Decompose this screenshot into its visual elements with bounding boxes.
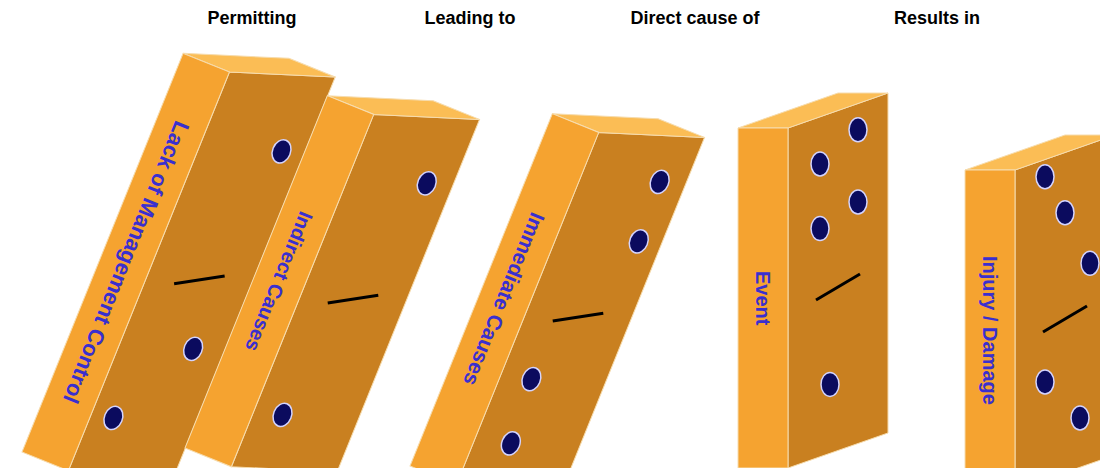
domino-pip [1071, 406, 1089, 430]
domino-front [410, 114, 599, 468]
domino-divider [553, 297, 604, 338]
domino-pip [647, 167, 673, 196]
domino-pip [626, 227, 652, 256]
domino-pip [811, 152, 829, 176]
domino-divider [174, 260, 225, 301]
domino-pip [414, 169, 440, 198]
domino-front [965, 170, 1015, 468]
relation-label: Results in [894, 8, 980, 29]
domino-pip [849, 118, 867, 142]
domino-side [788, 93, 888, 468]
domino-pip [849, 190, 867, 214]
domino-label: Event [753, 271, 773, 325]
domino-pip [1056, 201, 1074, 225]
domino-face: Injury / Damage [965, 170, 1015, 468]
domino-pip [270, 400, 296, 429]
domino: Injury / Damage [965, 130, 1100, 468]
domino-pip [811, 217, 829, 241]
domino-front [738, 128, 788, 468]
domino-label: Injury / Damage [980, 256, 1000, 405]
domino-pip [1036, 370, 1054, 394]
domino-pip [519, 365, 545, 394]
domino-pip [101, 403, 127, 432]
domino-pip [821, 372, 839, 396]
domino-pip [269, 137, 295, 166]
domino: Event [738, 88, 888, 468]
domino-divider [816, 274, 860, 300]
domino-pip [180, 334, 206, 363]
relation-label: Direct cause of [630, 8, 759, 29]
domino-front [185, 96, 374, 467]
domino-front [22, 53, 229, 468]
relation-label: Permitting [207, 8, 296, 29]
domino-top [965, 135, 1100, 170]
domino-divider [328, 279, 379, 320]
relation-label: Leading to [425, 8, 516, 29]
domino-pip [498, 429, 524, 458]
domino-pip [1036, 165, 1054, 189]
domino-side [1015, 135, 1100, 468]
domino-face: Event [738, 128, 788, 468]
domino-divider [1043, 306, 1087, 332]
domino-pip [1081, 251, 1099, 275]
